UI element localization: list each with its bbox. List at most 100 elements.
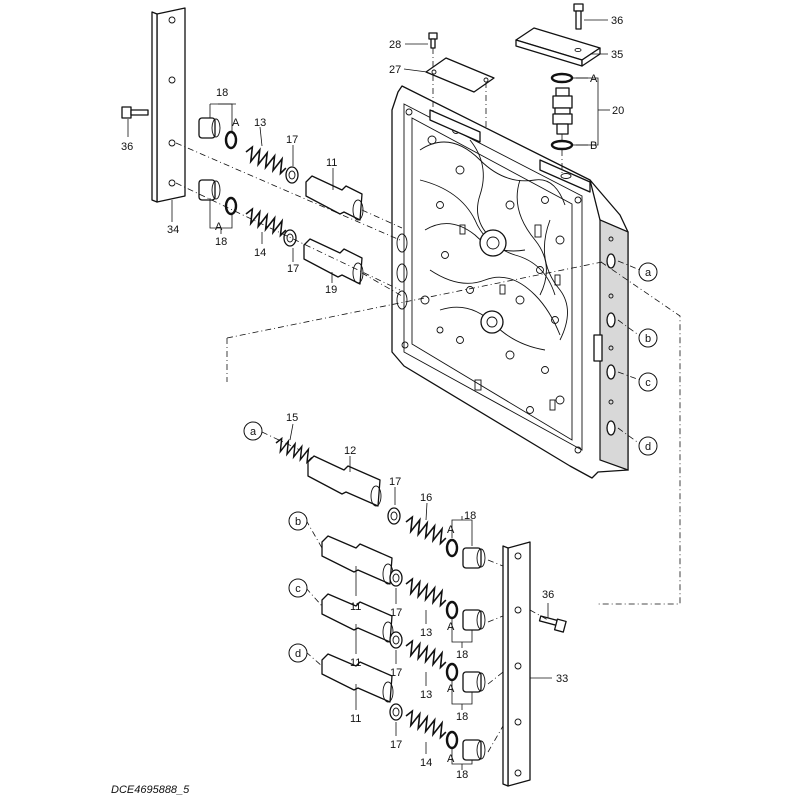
label-a-row-c: A (447, 683, 455, 695)
label-port-a-top: A (590, 73, 598, 85)
end-plate-33 (502, 541, 531, 787)
plug-18-upper (198, 117, 221, 139)
stop-17-d (389, 703, 403, 721)
stop-17-lower (283, 229, 297, 247)
spool-11-upper (305, 175, 364, 221)
stop-17-b (389, 569, 403, 587)
label-18-upper: 18 (216, 87, 228, 99)
spool-11-row-d (321, 653, 394, 703)
o-ring-a-row-b (445, 600, 459, 620)
label-17-row-c: 17 (390, 667, 402, 679)
label-36-right: 36 (542, 589, 554, 601)
end-plate-34 (151, 7, 186, 203)
o-ring-20-a (550, 72, 574, 84)
label-13-row-c: 13 (420, 689, 432, 701)
stop-17-upper (285, 166, 299, 184)
spool-12 (307, 455, 382, 507)
label-17-row-a: 17 (389, 476, 401, 488)
label-a-row-d: A (447, 753, 455, 765)
label-19: 19 (325, 284, 337, 296)
top-pad-valve-seat (539, 159, 591, 193)
spool-19 (303, 238, 364, 285)
svg-text:c: c (645, 377, 651, 389)
plug-18-row-a (462, 547, 486, 569)
label-17-upper: 17 (286, 134, 298, 146)
o-ring-a-row-d (445, 730, 459, 750)
label-a-row-a: A (447, 524, 455, 536)
label-18-row-d: 18 (456, 769, 468, 781)
label-18-lower-left: 18 (215, 236, 227, 248)
label-36-left: 36 (121, 141, 133, 153)
svg-text:d: d (295, 648, 301, 660)
label-18-row-a: 18 (464, 510, 476, 522)
label-28: 28 (389, 39, 401, 51)
plate-35 (515, 27, 601, 67)
label-34: 34 (167, 224, 179, 236)
spring-13-row-b (402, 576, 450, 608)
plug-18-row-d (462, 739, 486, 761)
label-17-row-d: 17 (390, 739, 402, 751)
spool-11-row-b (321, 535, 394, 585)
spool-11-row-c (321, 593, 394, 643)
circled-ref-d-right: d (638, 436, 658, 456)
label-13-upper: 13 (254, 117, 266, 129)
side-ports (593, 236, 616, 436)
label-13-row-b: 13 (420, 627, 432, 639)
plug-18-row-c (462, 671, 486, 693)
o-ring-a-row-a (445, 538, 459, 558)
o-ring-a-row-c (445, 662, 459, 682)
svg-text:a: a (250, 426, 257, 438)
svg-text:c: c (295, 583, 301, 595)
circled-ref-b-right: b (638, 328, 658, 348)
label-14-row-d: 14 (420, 757, 432, 769)
label-17-lower-left: 17 (287, 263, 299, 275)
circled-ref-a-left: a (243, 421, 263, 441)
spring-13-upper (242, 144, 290, 176)
label-11-row-b: 11 (350, 601, 361, 613)
svg-text:b: b (645, 333, 651, 345)
cartridge-valve-20 (552, 87, 573, 135)
cover-plate-27 (425, 57, 495, 93)
label-36-top: 36 (611, 15, 623, 27)
svg-text:a: a (645, 267, 652, 279)
label-20: 20 (612, 105, 624, 117)
label-16: 16 (420, 492, 432, 504)
spring-13-row-c (402, 638, 450, 670)
o-ring-20-b (550, 139, 574, 151)
svg-text:d: d (645, 441, 651, 453)
label-a-upper: A (232, 117, 240, 129)
label-11-row-d: 11 (350, 713, 361, 725)
circled-ref-a-right: a (638, 262, 658, 282)
screw-36-right (538, 615, 567, 633)
label-a-row-b: A (447, 621, 455, 633)
label-18-row-c: 18 (456, 711, 468, 723)
circled-ref-d-left: d (288, 643, 308, 663)
circled-ref-c-right: c (638, 372, 658, 392)
stop-17-a (387, 507, 401, 525)
valve-body (391, 85, 629, 479)
label-14-upper: 14 (254, 247, 266, 259)
drawing-number: DCE4695888_5 (111, 784, 190, 796)
top-pad-cover-seat (429, 109, 481, 143)
valve-body-passages (401, 108, 582, 454)
label-port-b: B (590, 140, 597, 152)
label-11-row-c: 11 (350, 657, 361, 669)
label-33: 33 (556, 673, 568, 685)
label-15: 15 (286, 412, 298, 424)
plug-18-lower (198, 179, 221, 201)
circled-ref-c-left: c (288, 578, 308, 598)
part-labels: 28 27 36 35 A 20 B 36 34 18 A 13 17 11 A… (121, 15, 624, 781)
spring-14-row-d (402, 708, 450, 740)
plug-18-row-b (462, 609, 486, 631)
svg-text:b: b (295, 516, 301, 528)
screw-36-left (121, 106, 149, 119)
o-ring-a-upper (224, 130, 238, 150)
label-11-upper: 11 (326, 157, 337, 169)
label-18-row-b: 18 (456, 649, 468, 661)
label-12: 12 (344, 445, 356, 457)
stop-17-c (389, 631, 403, 649)
screw-36-top (573, 3, 584, 30)
spring-14-upper (242, 206, 290, 238)
o-ring-a-lower (224, 196, 238, 216)
